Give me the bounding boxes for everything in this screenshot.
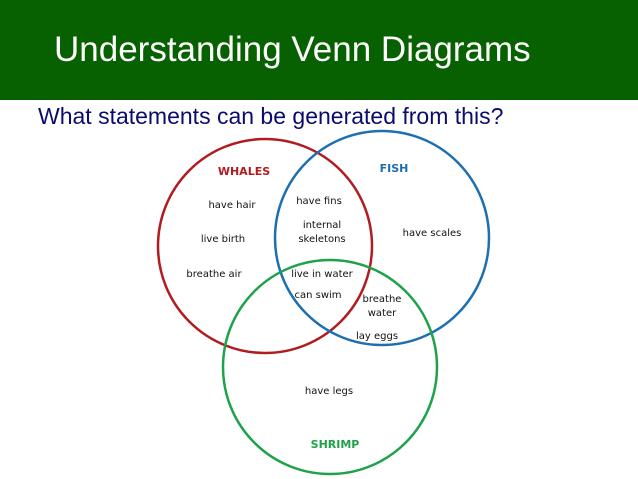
whales-trait-2: live birth (201, 234, 245, 245)
fish-shrimp-trait-2: lay eggs (356, 331, 398, 342)
whales-label: WHALES (218, 165, 270, 178)
whales-trait-3: breathe air (186, 269, 242, 280)
fish-trait-1: have scales (403, 228, 462, 239)
shrimp-circle (221, 258, 439, 476)
common-trait-2: can swim (294, 290, 341, 301)
fish-label: FISH (380, 162, 409, 175)
whales-fish-trait-1: have fins (296, 196, 342, 207)
whales-trait-1: have hair (208, 200, 256, 211)
common-trait-1: live in water (291, 269, 353, 280)
title-bar: Understanding Venn Diagrams (0, 0, 638, 100)
whales-circle (156, 137, 374, 355)
shrimp-trait-1: have legs (305, 386, 353, 397)
whales-fish-trait-2a: internal (303, 220, 341, 231)
slide-title: Understanding Venn Diagrams (54, 30, 531, 69)
fish-circle (273, 129, 491, 347)
fish-shrimp-trait-1b: water (368, 308, 397, 319)
whales-fish-trait-2b: skeletons (298, 234, 345, 245)
fish-shrimp-trait-1a: breathe (363, 294, 402, 305)
slide-subtitle: What statements can be generated from th… (38, 103, 504, 129)
shrimp-label: SHRIMP (311, 438, 360, 451)
